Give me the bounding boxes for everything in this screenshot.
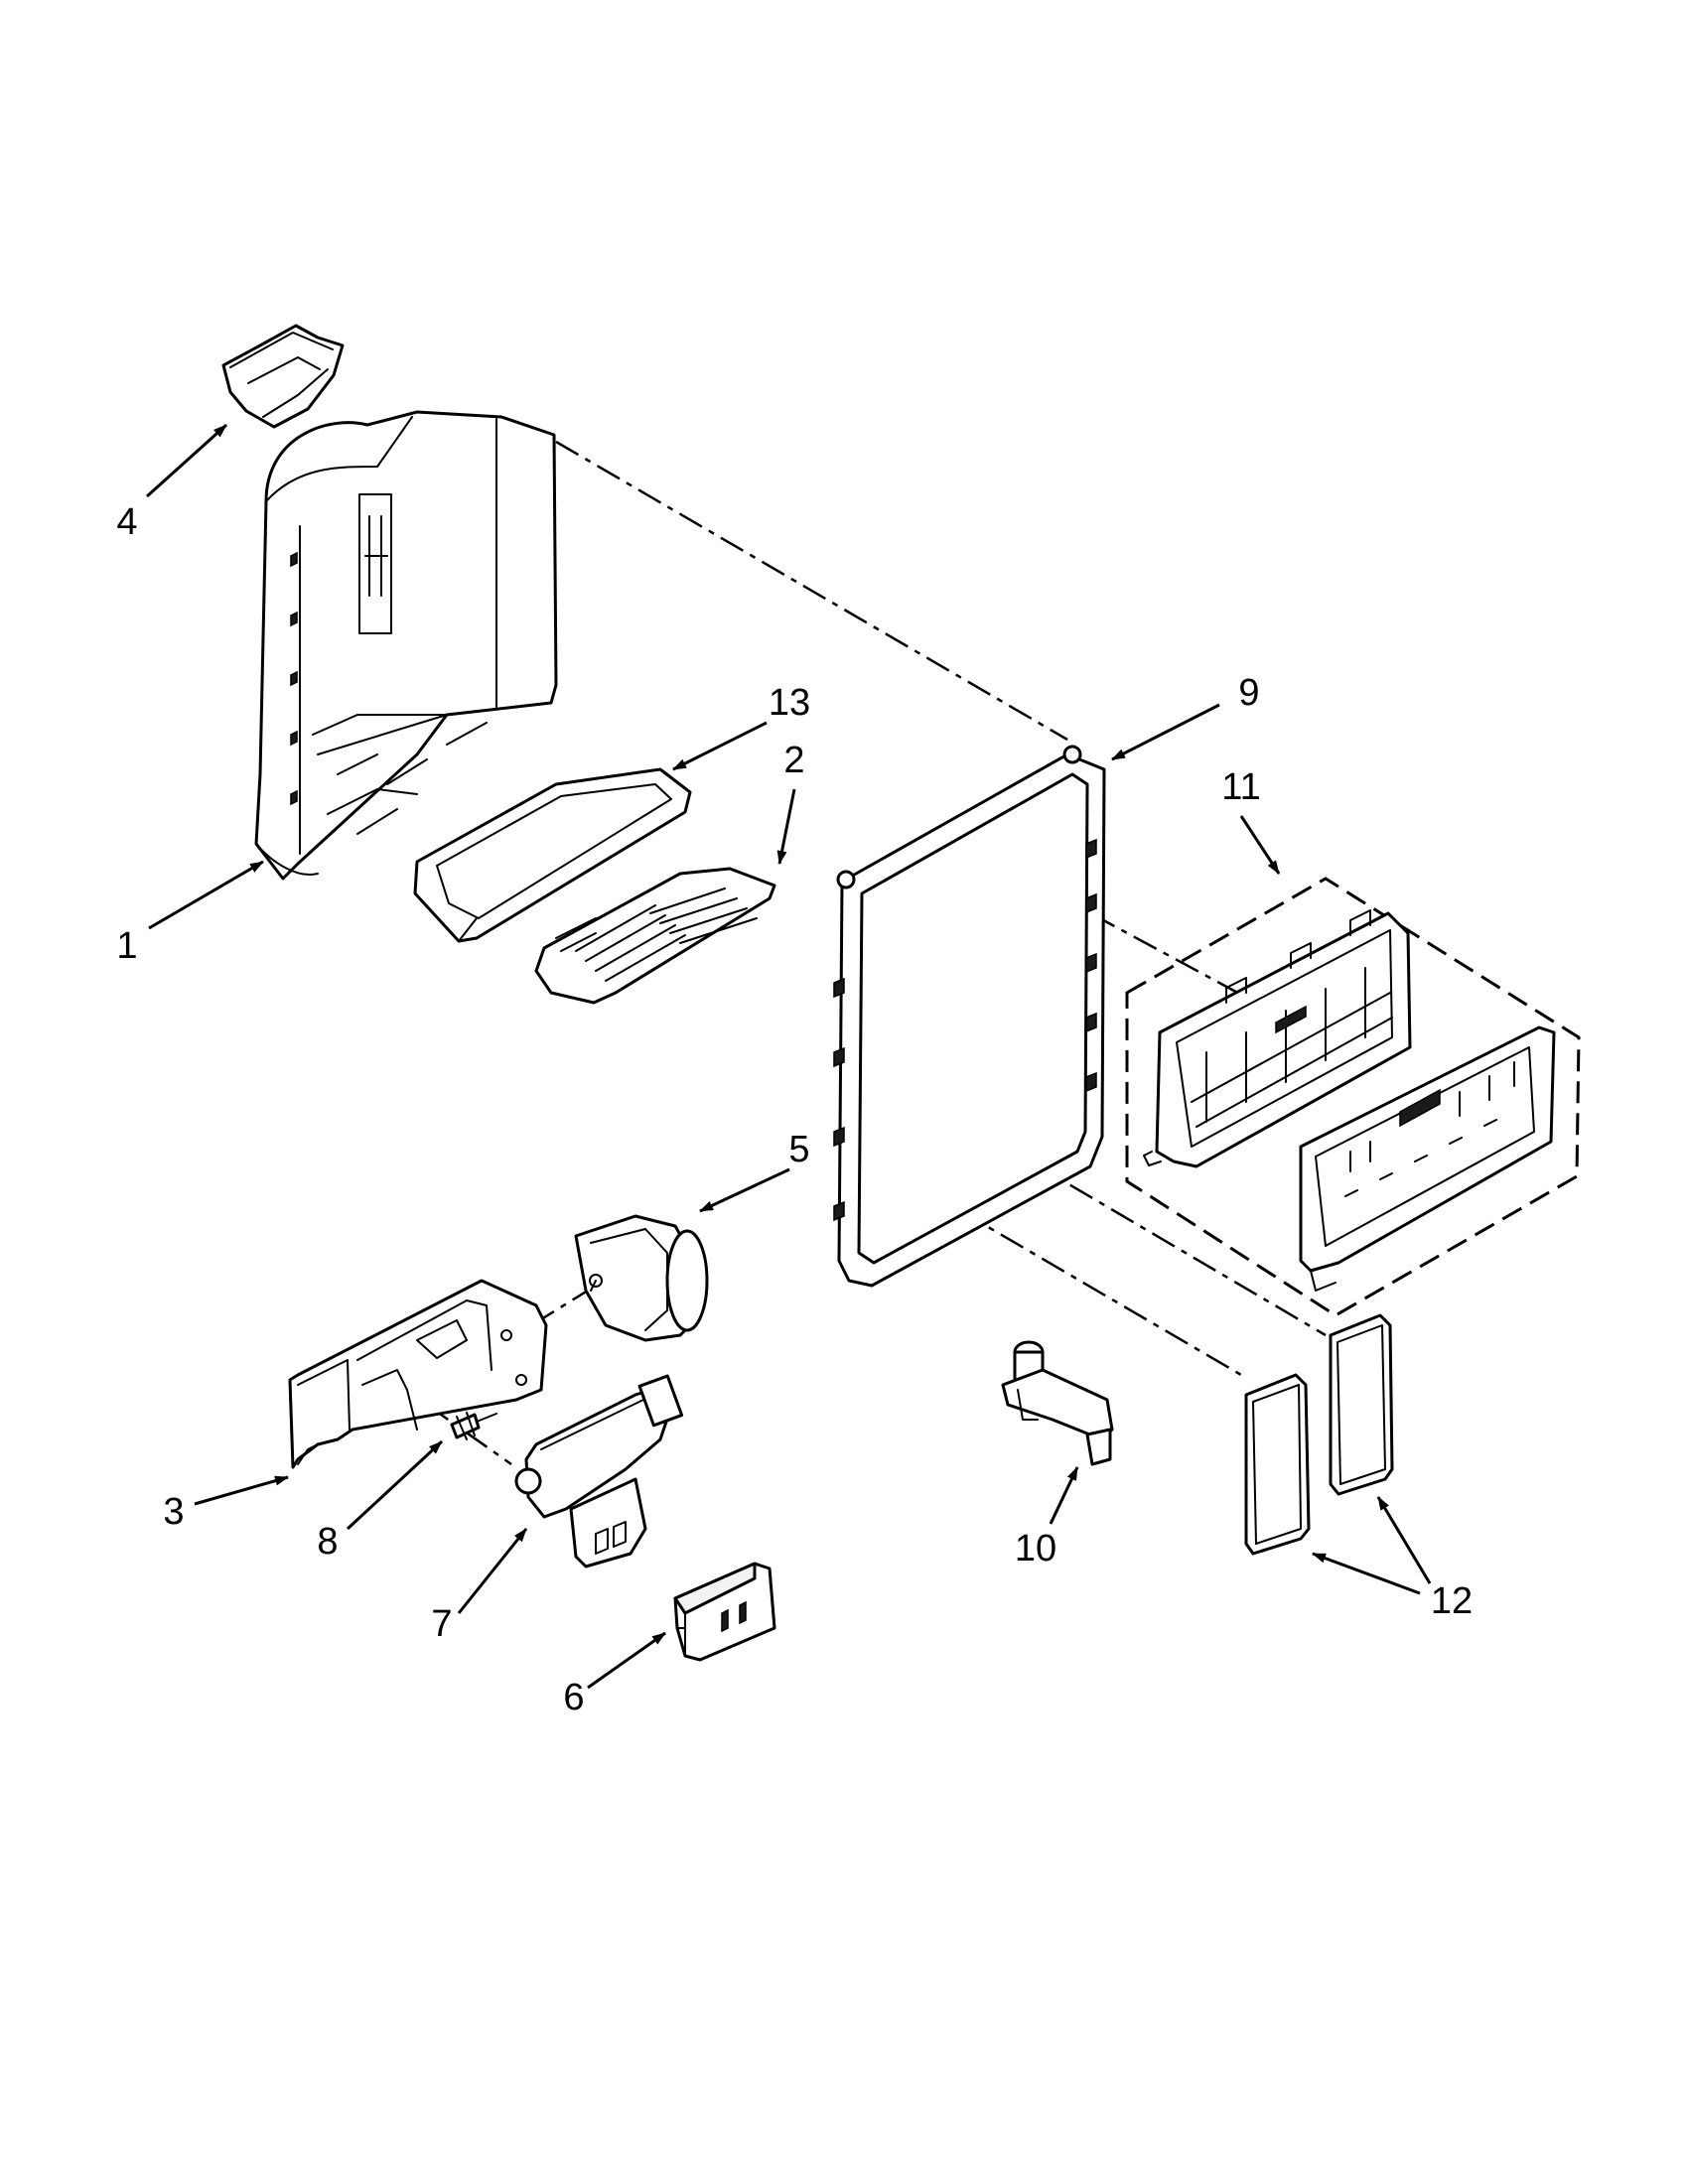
callout-11: 11 <box>1221 766 1260 808</box>
callout-labels: 1 2 3 4 5 6 7 8 9 10 11 12 13 <box>116 501 1473 1718</box>
callout-7: 7 <box>431 1603 452 1645</box>
callout-3: 3 <box>163 1491 184 1533</box>
callout-1: 1 <box>116 925 137 967</box>
part-9-dispenser-frame <box>833 745 1106 1288</box>
part-5-motor <box>574 1214 709 1342</box>
part-2-drip-tray-grille <box>534 867 776 1005</box>
part-11-control-assembly <box>1125 877 1581 1317</box>
part-6-actuator-block <box>673 1562 776 1662</box>
part-3-mounting-bracket <box>288 1279 548 1469</box>
leader-arrows <box>145 423 1432 1690</box>
part-4-ice-cup <box>221 324 345 429</box>
part-8-screw <box>450 1412 497 1440</box>
part-10-water-fitting <box>1001 1340 1114 1466</box>
callout-8: 8 <box>317 1521 338 1563</box>
part-7-solenoid <box>514 1374 684 1569</box>
part-13-drip-tray-frame <box>413 767 692 943</box>
part-12-caps <box>1244 1313 1394 1556</box>
callout-13: 13 <box>769 682 810 724</box>
callout-9: 9 <box>1238 672 1259 714</box>
callout-10: 10 <box>1015 1528 1056 1570</box>
callout-5: 5 <box>788 1129 809 1170</box>
callout-12: 12 <box>1431 1580 1473 1622</box>
callout-2: 2 <box>783 740 804 781</box>
part-1-ice-bin-housing <box>254 410 558 881</box>
callout-6: 6 <box>563 1677 584 1718</box>
callout-4: 4 <box>116 501 137 543</box>
